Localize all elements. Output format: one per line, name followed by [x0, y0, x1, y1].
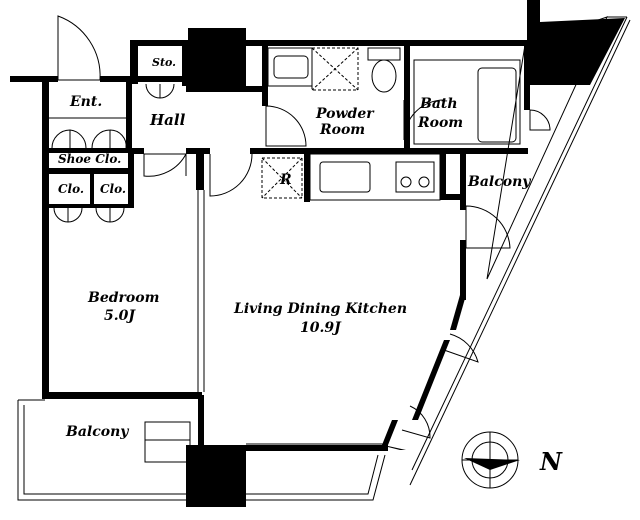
entry-door [57, 15, 101, 81]
bath-room-label-line2: Room [417, 115, 463, 131]
ldk-window-door-1 [443, 333, 479, 363]
closet-1-label: Clo. [58, 182, 84, 196]
ac-unit-box [144, 421, 191, 463]
storage-label: Sto. [152, 56, 176, 69]
bedroom-closet-doors [53, 207, 125, 223]
closet-2-label: Clo. [100, 182, 126, 196]
bath-room-label-line1: Bath [419, 96, 458, 112]
balcony-door-bath [529, 109, 551, 131]
kitchen-sink-icon [319, 161, 371, 193]
washer-space [311, 47, 359, 91]
storage-door [145, 83, 175, 99]
ldk-window-door-2 [401, 405, 431, 439]
bedroom-door [143, 153, 187, 177]
east-balcony-door [465, 205, 511, 249]
structural-column-northeast [527, 0, 625, 85]
bathtub-icon [413, 59, 521, 145]
stove-icon [395, 161, 435, 193]
kitchen-counter [309, 153, 441, 201]
refrigerator-space [261, 157, 303, 199]
ldk-label: Living Dining Kitchen [233, 301, 407, 317]
compass: N [461, 431, 563, 489]
doors [51, 15, 551, 439]
powder-room-label-line2: Room [319, 122, 365, 138]
hall-label: Hall [149, 111, 186, 129]
powder-room-label-line1: Powder [315, 106, 375, 122]
north-label: N [539, 447, 563, 476]
powder-room-door [265, 105, 307, 147]
fixtures [49, 47, 521, 445]
toilet-icon [367, 47, 401, 93]
ldk-door [209, 153, 253, 197]
room-labels: Sto. Ent. Hall Powder Room Bath Room Sho… [58, 56, 531, 440]
washbasin-counter [267, 47, 313, 87]
walls [10, 0, 625, 507]
structural-column-south [186, 445, 246, 507]
entrance-label: Ent. [69, 94, 102, 110]
refrigerator-label: R [279, 172, 292, 188]
balcony-south-label: Balcony [65, 424, 129, 440]
structural-column-north [188, 28, 246, 86]
bath-door [403, 99, 445, 141]
balcony-railings [17, 16, 631, 501]
compass-needle-icon [464, 458, 520, 470]
bedroom-size-label: 5.0J [104, 308, 136, 324]
entrance-closet-doors [51, 129, 127, 149]
bedroom-label: Bedroom [87, 290, 159, 306]
shoe-closet-label: Shoe Clo. [58, 152, 121, 166]
ldk-size-label: 10.9J [300, 320, 342, 336]
balcony-east-label: Balcony [467, 174, 531, 190]
